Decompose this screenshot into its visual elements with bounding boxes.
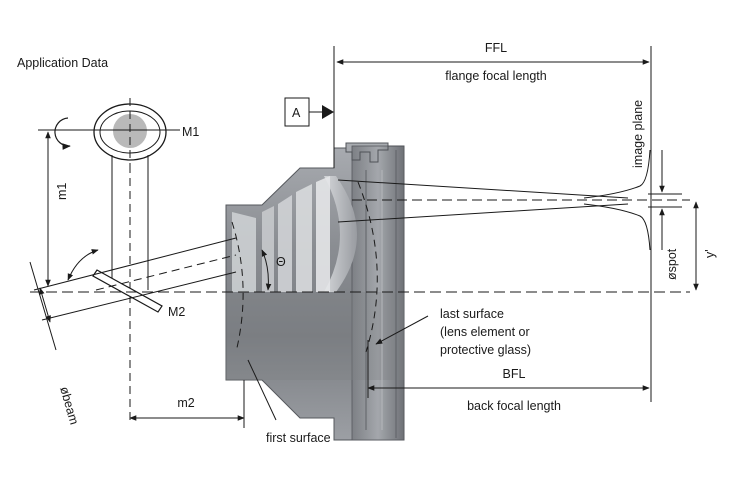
y-prime-dimension: y' (693, 201, 717, 291)
last-surface-callout: last surface (lens element or protective… (357, 181, 531, 357)
beam-diameter: øbeam (29, 261, 81, 426)
ffl-label: FFL (485, 41, 507, 55)
m1-distance-label: m1 (55, 183, 69, 200)
first-surface-callout: first surface (231, 221, 331, 445)
beam-tilted-axis (95, 254, 237, 291)
flange-datum: A (284, 46, 335, 168)
ffl-dimension: FFL flange focal length (336, 41, 650, 83)
datum-label: A (292, 106, 301, 120)
beam-tilted-top (33, 237, 237, 291)
bfl-label: BFL (503, 367, 526, 381)
spot-label: øspot (665, 248, 679, 280)
lens-body (225, 142, 405, 441)
beam-diameter-label: øbeam (57, 385, 81, 426)
m1-dimension: m1 (45, 131, 69, 287)
theta-label: Θ (276, 255, 286, 269)
m2-label: M2 (168, 305, 185, 319)
bfl-dimension: BFL back focal length (367, 340, 650, 413)
mirror-m2: M2 (67, 249, 185, 319)
mirror-m1: M1 (38, 98, 199, 165)
beam-tilted-bottom (41, 271, 237, 321)
diagram-title: Application Data (17, 56, 108, 70)
m1-label: M1 (182, 125, 199, 139)
flange-focal-length-label: flange focal length (445, 69, 547, 83)
first-surface-label: first surface (266, 431, 331, 445)
last-surface-line3: protective glass) (440, 343, 531, 357)
back-focal-length-label: back focal length (467, 399, 561, 413)
m2-dimension: m2 (129, 380, 245, 428)
theta-angle: Θ (261, 249, 286, 291)
m2-distance-label: m2 (177, 396, 194, 410)
image-plane-label: image plane (631, 100, 645, 168)
spot-dimension: øspot (648, 150, 682, 280)
y-prime-label: y' (703, 249, 717, 258)
focus-cone (337, 149, 690, 251)
last-surface-line2: (lens element or (440, 325, 530, 339)
last-surface-line1: last surface (440, 307, 504, 321)
